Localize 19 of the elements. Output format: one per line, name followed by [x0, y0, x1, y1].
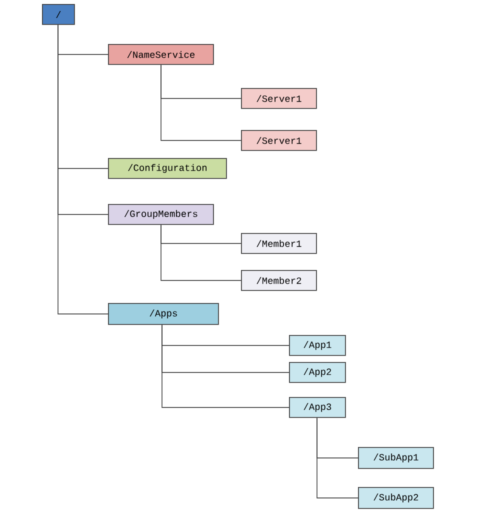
folder-box: /Apps [108, 303, 219, 325]
folder-box: /GroupMembers [108, 204, 214, 225]
folder-box: /SubApp2 [358, 487, 434, 509]
folder-box: /NameService [108, 44, 214, 65]
folder-box: /App2 [289, 362, 346, 383]
folder-box: /Server1 [241, 130, 317, 151]
folder-box: /Member2 [241, 270, 317, 291]
folder-box: / [42, 4, 75, 25]
folder-box: /Configuration [108, 158, 227, 179]
tree-connector [160, 224, 242, 281]
tree-connector [160, 64, 242, 141]
tree-connector [316, 418, 358, 498]
folder-box: /App1 [289, 335, 346, 356]
folder-box: /SubApp1 [358, 447, 434, 469]
tree-connector [58, 24, 108, 314]
folder-box: /Member1 [241, 233, 317, 254]
tree-connector [162, 324, 290, 408]
folder-box: /Server1 [241, 88, 317, 109]
folder-box: /App3 [289, 397, 346, 418]
